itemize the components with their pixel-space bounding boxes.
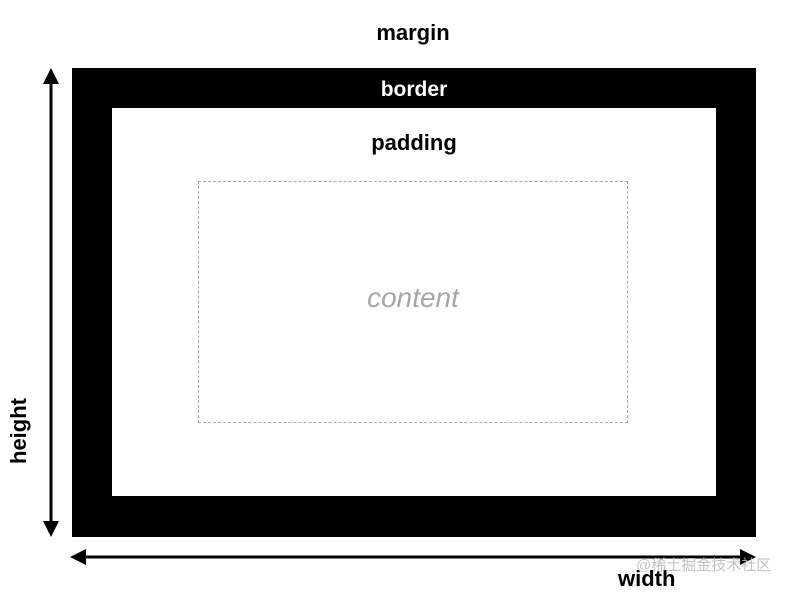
- height-arrowhead-top: [43, 68, 59, 84]
- watermark: @稀土掘金技术社区: [636, 557, 772, 574]
- border-label: border: [380, 78, 448, 101]
- height-label: height: [6, 398, 31, 464]
- width-label: width: [618, 566, 676, 591]
- content-box: content: [198, 181, 628, 423]
- content-label: content: [367, 282, 459, 313]
- width-arrow: [70, 549, 756, 565]
- height-arrow: [43, 68, 59, 537]
- width-arrowhead-left: [70, 549, 86, 565]
- margin-label: margin: [376, 20, 450, 45]
- width-arrowhead-right: [740, 549, 756, 565]
- padding-box: padding content: [112, 108, 716, 496]
- height-arrowhead-bottom: [43, 521, 59, 537]
- border-box: border padding content: [72, 68, 756, 537]
- padding-label: padding: [371, 130, 457, 155]
